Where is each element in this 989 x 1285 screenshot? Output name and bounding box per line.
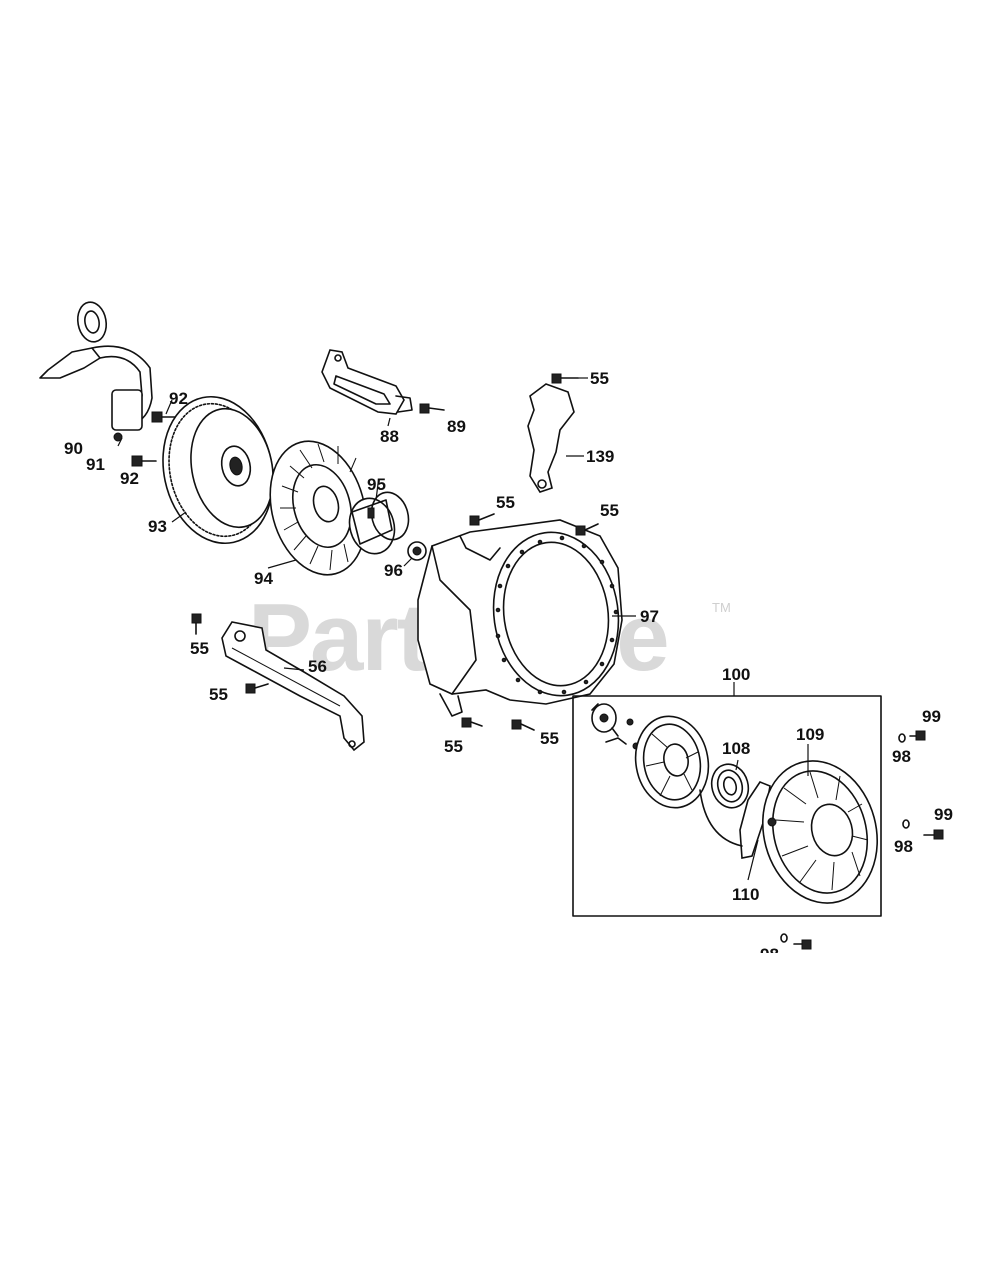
callout-92: 92	[120, 469, 139, 488]
callout-90: 90	[64, 439, 83, 458]
callout-108: 108	[722, 739, 750, 758]
bolt-92-upper	[151, 411, 177, 423]
starter-cup	[348, 491, 410, 555]
bolt-55-housing-top	[469, 513, 495, 526]
callout-96: 96	[384, 561, 403, 580]
bolt-55-top-right	[551, 373, 579, 384]
bolt-55-baffle-top	[191, 613, 202, 635]
bottom-crop	[740, 953, 840, 973]
callout-89: 89	[447, 417, 466, 436]
callout-97: 97	[640, 607, 659, 626]
bolt-92-lower	[131, 455, 157, 467]
bracket-88	[321, 349, 413, 415]
washer-98-bottom	[780, 933, 788, 943]
callout-100: 100	[722, 665, 750, 684]
recoil-starter-frame	[572, 695, 882, 917]
callout-99: 99	[922, 707, 941, 726]
bolt-55-housing-right	[575, 523, 599, 536]
flywheel-nut	[407, 541, 427, 561]
callout-110: 110	[732, 885, 759, 904]
recoil-cover	[761, 760, 879, 904]
bolt-99-upper	[909, 730, 926, 741]
callout-94: 94	[254, 569, 273, 588]
callout-55: 55	[590, 369, 609, 388]
bolt-55-housing-bottom	[461, 717, 483, 728]
ignition-coil-assembly	[39, 301, 153, 442]
callout-99: 99	[934, 805, 953, 824]
callout-55: 55	[600, 501, 619, 520]
callout-93: 93	[148, 517, 167, 536]
starter-handle	[699, 781, 771, 859]
callout-55: 55	[209, 685, 228, 704]
recoil-pulley	[634, 715, 710, 809]
bolt-55-housing-bottom-right	[511, 719, 535, 731]
washer-98-lower	[902, 819, 910, 829]
callout-92: 92	[169, 389, 188, 408]
blower-housing	[417, 519, 623, 717]
washer-98-upper	[898, 733, 906, 743]
callout-109: 109	[796, 725, 824, 744]
callout-88: 88	[380, 427, 399, 446]
callout-55: 55	[444, 737, 463, 756]
ratchet-parts	[591, 703, 640, 750]
flywheel	[162, 395, 274, 545]
callout-labels: 55 139 88 89 92 90 91 92 93 94 95 96 55 …	[64, 369, 953, 964]
shield-139	[527, 383, 575, 493]
cooling-fan	[269, 440, 367, 576]
callout-98: 98	[892, 747, 911, 766]
callout-91: 91	[86, 455, 105, 474]
recoil-spring	[710, 763, 750, 809]
baffle-56	[221, 621, 365, 752]
bolt-55-baffle-left	[245, 683, 269, 694]
watermark-trademark: TM	[712, 600, 731, 615]
bolt-99-lower	[923, 829, 944, 840]
callout-56: 56	[308, 657, 327, 676]
callout-139: 139	[586, 447, 614, 466]
callout-55: 55	[540, 729, 559, 748]
callout-55: 55	[190, 639, 209, 658]
callout-98: 98	[894, 837, 913, 856]
callout-95: 95	[367, 475, 386, 494]
bolt-99-bottom	[793, 939, 812, 950]
bolt-89	[419, 403, 445, 414]
callout-55: 55	[496, 493, 515, 512]
leader-lines	[117, 377, 809, 881]
